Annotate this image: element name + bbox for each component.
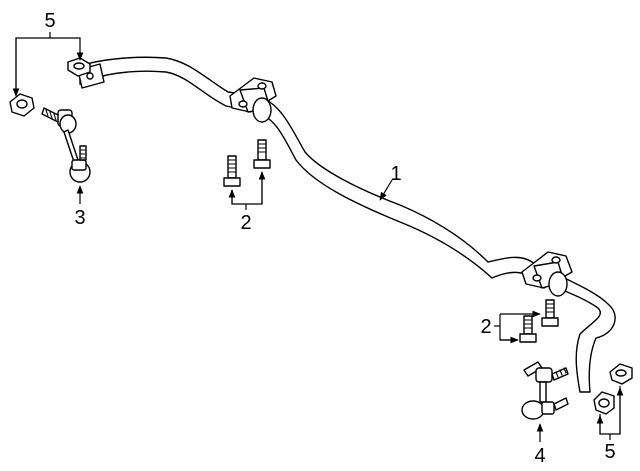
callout-4: 4: [534, 445, 545, 467]
callout-2-left: 2: [240, 212, 251, 234]
callout-1: 1: [390, 163, 401, 185]
leader-lines: [12, 32, 624, 442]
bolt-group-right: [519, 299, 559, 343]
nut-group-right: [593, 363, 633, 415]
callout-5-left: 5: [44, 10, 55, 32]
callout-3: 3: [74, 207, 85, 229]
nut-group-left: [9, 57, 91, 117]
bolt-group-left: [223, 139, 271, 187]
stabilizer-link-left: [41, 107, 91, 183]
callout-labels: 1 2 2 3 4 5 5: [44, 10, 615, 467]
callout-2-right: 2: [480, 316, 491, 338]
stabilizer-bar: [77, 56, 616, 393]
callout-5-right: 5: [604, 441, 615, 463]
stabilizer-link-right: [521, 361, 569, 420]
